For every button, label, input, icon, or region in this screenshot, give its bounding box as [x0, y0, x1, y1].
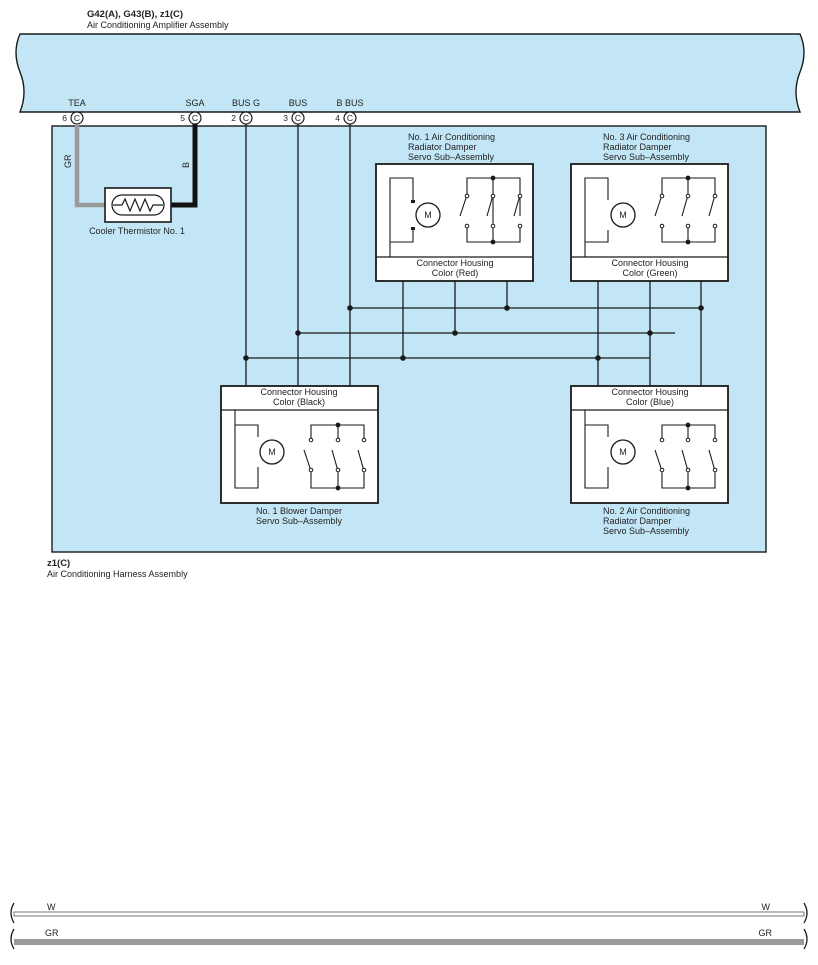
servo-2-motor-label: M: [619, 447, 627, 457]
terminal-name-bus: BUS: [289, 98, 308, 108]
legend-gr-left: GR: [45, 928, 59, 938]
servo-2-box: [570, 385, 729, 504]
terminal-name-bus-g: BUS G: [232, 98, 260, 108]
blower-servo-name-line1: No. 1 Blower Damper: [256, 506, 342, 516]
blower-servo-housing-line1: Connector Housing: [260, 387, 337, 397]
svg-text:C: C: [243, 113, 249, 123]
servo-3-housing-line1: Connector Housing: [611, 258, 688, 268]
servo-2-housing-line1: Connector Housing: [611, 387, 688, 397]
legend-w-right: W: [762, 902, 771, 912]
legend-wire-gr: [14, 939, 804, 945]
svg-text:C: C: [347, 113, 353, 123]
svg-text:C: C: [295, 113, 301, 123]
servo-1-housing-line2: Color (Red): [432, 268, 479, 278]
bus-junction-dots: [243, 305, 704, 361]
servo-3-name-line1: No. 3 Air Conditioning: [603, 132, 690, 142]
terminal-name-b-bus: B BUS: [336, 98, 363, 108]
blower-servo-name-line2: Servo Sub–Assembly: [256, 516, 343, 526]
terminal-name-tea: TEA: [68, 98, 86, 108]
amplifier-connector-codes: G42(A), G43(B), z1(C): [87, 9, 183, 20]
servo-1-motor-label: M: [424, 210, 432, 220]
svg-text:C: C: [74, 113, 80, 123]
svg-text:2: 2: [231, 113, 236, 123]
wire-tea-gr: [74, 124, 105, 208]
servo-3-box: [570, 163, 729, 282]
servo-3-name-line2: Radiator Damper: [603, 142, 672, 152]
servo-1-name-line1: No. 1 Air Conditioning: [408, 132, 495, 142]
terminal-bus-g: 2 C: [231, 111, 253, 125]
terminal-name-sga: SGA: [185, 98, 204, 108]
legend-gr-right: GR: [759, 928, 773, 938]
svg-text:C: C: [192, 113, 198, 123]
servo-2-name-line3: Servo Sub–Assembly: [603, 526, 690, 536]
servo-2-housing-line2: Color (Blue): [626, 397, 674, 407]
svg-text:5: 5: [180, 113, 185, 123]
servo-1-name-line2: Radiator Damper: [408, 142, 477, 152]
wire-color-tea: GR: [63, 154, 73, 168]
servo-3-motor-label: M: [619, 210, 627, 220]
wire-color-sga: B: [181, 162, 191, 168]
amplifier-name: Air Conditioning Amplifier Assembly: [87, 20, 229, 30]
servo-2-name-line2: Radiator Damper: [603, 516, 672, 526]
servo-1-box: [375, 163, 534, 282]
thermistor-label: Cooler Thermistor No. 1: [89, 226, 185, 236]
legend-wire-w: [13, 911, 805, 917]
servo-3-housing-line2: Color (Green): [622, 268, 677, 278]
servo-3-name-line3: Servo Sub–Assembly: [603, 152, 690, 162]
blower-servo-motor-label: M: [268, 447, 276, 457]
amplifier-body: [15, 33, 805, 113]
svg-text:6: 6: [62, 113, 67, 123]
blower-servo-box: [220, 385, 379, 504]
servo-1-housing-line1: Connector Housing: [416, 258, 493, 268]
bus-wires: [245, 124, 702, 386]
wire-legend: [10, 902, 808, 950]
harness-code: z1(C): [47, 558, 70, 569]
harness-name: Air Conditioning Harness Assembly: [47, 569, 188, 579]
servo-2-name-line1: No. 2 Air Conditioning: [603, 506, 690, 516]
terminal-tea: 6 C: [62, 111, 84, 125]
legend-w-left: W: [47, 902, 56, 912]
cooler-thermistor: [104, 187, 172, 223]
terminal-b-bus: 4 C: [335, 111, 357, 125]
wire-sga-b: [171, 124, 198, 208]
servo-1-name-line3: Servo Sub–Assembly: [408, 152, 495, 162]
svg-text:4: 4: [335, 113, 340, 123]
terminal-sga: 5 C: [180, 111, 202, 125]
svg-text:3: 3: [283, 113, 288, 123]
blower-servo-housing-line2: Color (Black): [273, 397, 325, 407]
terminal-bus: 3 C: [283, 111, 305, 125]
